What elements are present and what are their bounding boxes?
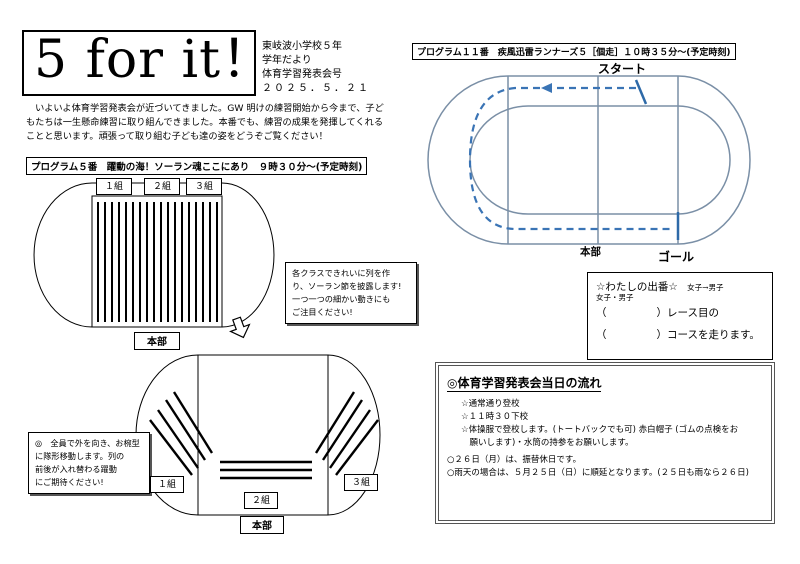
issue-name: 体育学習発表会号 bbox=[262, 69, 342, 80]
bowl-class3-label: ３組 bbox=[344, 474, 378, 491]
direction-arrow-icon bbox=[541, 83, 552, 93]
bowl-formation-lines bbox=[149, 391, 379, 480]
honbu-label-bottom: 本部 bbox=[240, 516, 284, 534]
race-honbu-label: 本部 bbox=[580, 246, 601, 258]
callout-line: 一つ一つの細かい動きにも bbox=[292, 294, 391, 304]
issue-date: ２０２５．５．２１ bbox=[262, 83, 370, 94]
race-number-suffix: ）レース目の bbox=[656, 307, 719, 319]
flow-item: 願いします)・水筒の持参をお願いします。 bbox=[461, 438, 634, 448]
start-label: スタート bbox=[598, 62, 647, 76]
goal-label: ゴール bbox=[658, 250, 695, 264]
school-name: 東岐波小学校５年 bbox=[262, 41, 342, 52]
note-line: 前後が入れ替わる躍動 bbox=[35, 464, 117, 474]
my-turn-box: ☆わたしの出番☆ 女子→男子 女子・男子 （ ）レース目の （ ）コースを走ります。 bbox=[587, 272, 773, 360]
flow-notes: ○２６日（月）は、振替休日です。 ○雨天の場合は、５月２５日（日）に順延となりま… bbox=[439, 450, 771, 480]
start-line bbox=[634, 79, 648, 105]
flow-item: ☆体操服で登校します。(トートバックでも可) 赤白帽子 (ゴムの点検をお bbox=[461, 425, 739, 435]
note-line: ◎ 全員で外を向き、お椀型 bbox=[35, 438, 140, 448]
flow-item: ☆通常通り登校 bbox=[461, 399, 520, 409]
newsletter-title: 5 for it！ bbox=[34, 30, 275, 90]
note-line: に隊形移動します。列の bbox=[35, 451, 125, 461]
formation-lines bbox=[97, 202, 218, 322]
callout-line: ご注目ください! bbox=[292, 307, 353, 317]
class3-label: ３組 bbox=[186, 178, 222, 195]
program5-heading: プログラム５番 躍動の海！ソーラン魂ここにあり ９時３０分～(予定時刻) bbox=[26, 157, 368, 175]
formation-area bbox=[91, 195, 223, 328]
intro-line-3: ことと思います。頑張って取り組む子ども達の姿をどうぞご覧ください！ bbox=[26, 131, 328, 142]
newsletter-name: 学年だより bbox=[262, 55, 312, 66]
title-frame bbox=[22, 30, 256, 96]
flow-note: ○２６日（月）は、振替休日です。 bbox=[447, 455, 582, 465]
flow-note: ○雨天の場合は、５月２５日（日）に順延となります。(２５日も雨なら２６日) bbox=[447, 468, 749, 478]
track-outer bbox=[427, 75, 751, 245]
flow-item: ☆１１時３０下校 bbox=[461, 412, 529, 422]
race-number-open: （ bbox=[596, 307, 607, 319]
event-day-flow-box: ◎体育学習発表会当日の流れ ☆通常通り登校 ☆１１時３０下校 ☆体操服で登校しま… bbox=[435, 362, 775, 524]
running-path bbox=[468, 86, 672, 231]
soran-callout: 各クラスできれいに列を作 り、ソーラン節を披露します! 一つ一つの細かい動きにも… bbox=[285, 262, 417, 324]
my-turn-option-small: 女子・男子 bbox=[596, 293, 634, 302]
course-number-suffix: ）コースを走ります。 bbox=[656, 329, 760, 341]
program11-heading: プログラム１１番 疾風迅雷ランナーズ５［個走］１０時３５分～(予定時刻) bbox=[412, 43, 736, 60]
bowl-class1-label: １組 bbox=[150, 476, 184, 493]
honbu-label-top: 本部 bbox=[134, 332, 180, 350]
class1-label: １組 bbox=[96, 178, 132, 195]
formation-note: ◎ 全員で外を向き、お椀型 に隊形移動します。列の 前後が入れ替わる躍動 にご期… bbox=[28, 432, 150, 494]
flow-title: ◎体育学習発表会当日の流れ bbox=[447, 376, 602, 392]
intro-line-2: もたちは一生懸命練習に取り組んできました。本番でも、練習の成果を発揮してくれる bbox=[26, 117, 384, 128]
course-number-open: （ bbox=[596, 329, 607, 341]
flow-items: ☆通常通り登校 ☆１１時３０下校 ☆体操服で登校します。(トートバックでも可) … bbox=[439, 392, 771, 450]
intro-line-1: いよいよ体育学習発表会が近づいてきました。GW 明けの練習開始から今まで、子ど bbox=[26, 103, 384, 114]
my-turn-option-top: 女子→男子 bbox=[687, 283, 724, 292]
callout-line: り、ソーラン節を披露します! bbox=[292, 281, 402, 291]
track-inner bbox=[469, 105, 731, 215]
class2-label: ２組 bbox=[144, 178, 180, 195]
down-arrow-icon bbox=[229, 316, 251, 339]
callout-line: 各クラスできれいに列を作 bbox=[292, 268, 391, 278]
bowl-class2-label: ２組 bbox=[244, 492, 278, 509]
note-line: にご期待ください! bbox=[35, 477, 104, 487]
my-turn-title: ☆わたしの出番☆ bbox=[596, 281, 678, 293]
